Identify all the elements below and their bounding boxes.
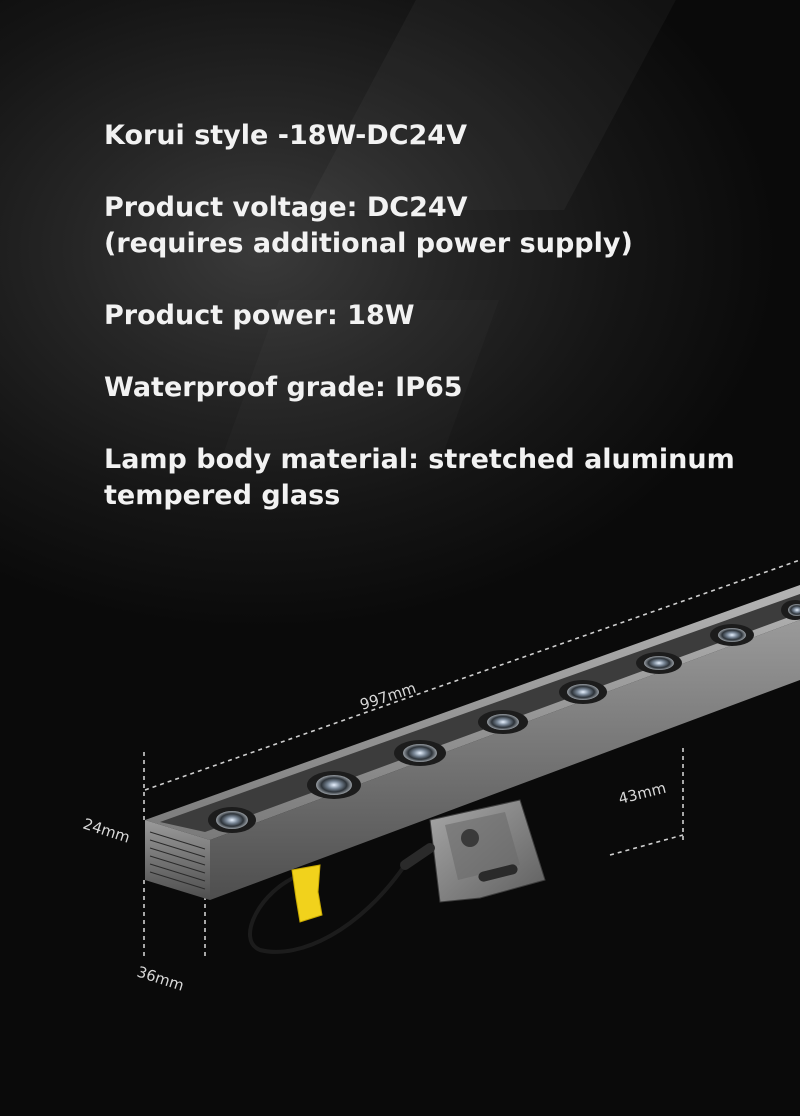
spec-material-text-2: tempered glass: [104, 480, 341, 511]
heat-sink-fins: [149, 831, 206, 890]
spec-title: Korui style -18W-DC24V: [104, 118, 764, 154]
spec-voltage-note: (requires additional power supply): [104, 228, 633, 259]
lamp-body: [145, 585, 800, 900]
spec-voltage-text: Product voltage: DC24V: [104, 192, 468, 223]
spec-power: Product power: 18W: [104, 298, 764, 334]
led-lens: [307, 771, 361, 799]
width-dimension: 36mm: [135, 880, 206, 995]
spec-waterproof: Waterproof grade: IP65: [104, 370, 764, 406]
led-lens: [394, 740, 446, 766]
width-dimension-label: 36mm: [135, 963, 187, 995]
yellow-connector: [291, 864, 323, 923]
led-lens: [710, 624, 754, 646]
led-lenses: [208, 600, 800, 833]
led-lens: [781, 600, 800, 620]
depth-dimension-label: 24mm: [81, 815, 133, 847]
height-dimension-label: 43mm: [617, 779, 668, 808]
mounting-bracket: [429, 799, 546, 903]
spec-list: Korui style -18W-DC24V Product voltage: …: [104, 118, 764, 550]
led-lens: [636, 652, 682, 674]
height-dimension: 43mm: [609, 748, 684, 856]
spec-power-text: Product power: 18W: [104, 300, 415, 331]
led-lens: [208, 807, 256, 833]
spec-waterproof-text: Waterproof grade: IP65: [104, 372, 463, 403]
spec-title-text: Korui style -18W-DC24V: [104, 120, 467, 151]
led-lens: [478, 710, 528, 734]
depth-dimension: 24mm: [81, 752, 145, 847]
wall-washer-lamp-illustration: 997mm 43mm 24mm 36mm: [81, 559, 800, 995]
spec-material-text: Lamp body material: stretched aluminum: [104, 444, 735, 475]
spec-material: Lamp body material: stretched aluminum t…: [104, 442, 764, 514]
length-dimension-label: 997mm: [358, 679, 419, 714]
led-lens: [559, 680, 607, 704]
spec-voltage: Product voltage: DC24V (requires additio…: [104, 190, 764, 262]
power-cable: [248, 843, 435, 954]
